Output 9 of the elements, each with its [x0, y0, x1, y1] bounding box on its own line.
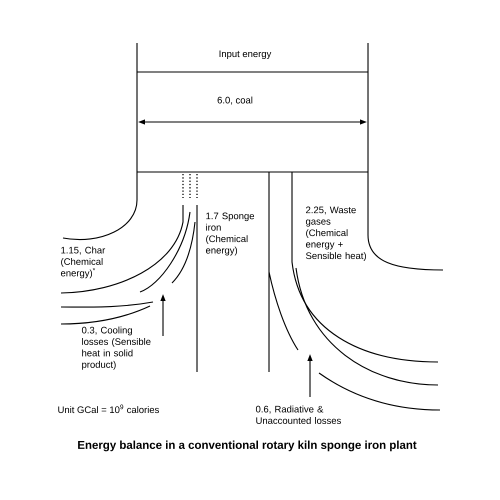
flow-label: Unit GCal = 10$^{9}$ calories [58, 404, 159, 414]
flow-label: 1.7 Sponge iron (Chemical energy) [206, 212, 254, 256]
flow-label: Input energy [220, 50, 272, 60]
flow-label: 6.0, coal [218, 96, 252, 105]
flow-label: 1.15, Char (Chemical energy)$^{*}$ [60, 246, 106, 278]
flow-label: 2.25, Waste gases (Chemical energy + Sensible heat) [306, 206, 366, 261]
flow-label: 0.6, Radiative & Unaccounted losses [256, 406, 341, 424]
caption: Energy balance in a conventional rotary kiln sponge iron plant [78, 440, 417, 452]
flow-label: 0.3, Cooling losses (Sensible heat in solid product) [82, 326, 151, 370]
